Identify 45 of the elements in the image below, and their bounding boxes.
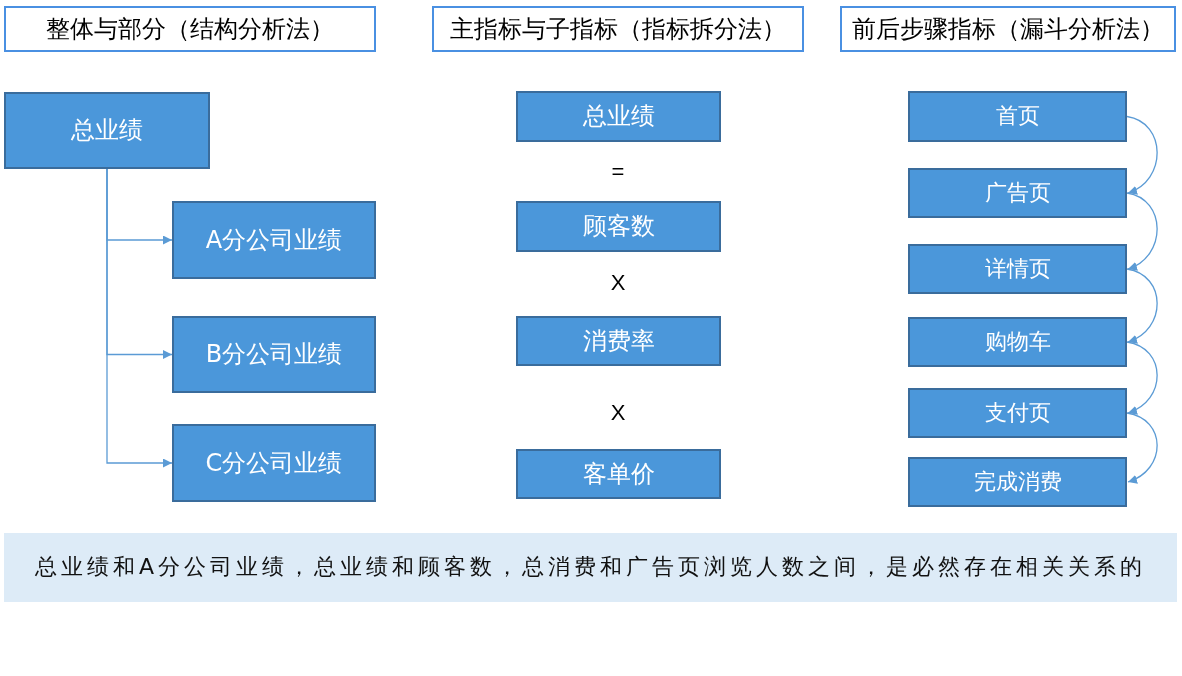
connector-arrow bbox=[106, 168, 173, 468]
funnel-step-label: 完成消费 bbox=[973, 468, 1062, 496]
metric-label: A分公司业绩 bbox=[205, 225, 343, 255]
funnel-step-label: 购物车 bbox=[984, 328, 1051, 356]
connector-arrow bbox=[1126, 412, 1158, 483]
metric-box bbox=[516, 201, 721, 252]
metric-label: 总业绩 bbox=[71, 116, 143, 145]
metric-box bbox=[172, 424, 376, 502]
metric-label: B分公司业绩 bbox=[205, 340, 343, 369]
metric-box bbox=[516, 316, 721, 366]
funnel-step-box bbox=[908, 317, 1127, 367]
funnel-step-label: 首页 bbox=[995, 103, 1040, 130]
connector-arrow bbox=[1126, 341, 1158, 414]
funnel-step-label: 支付页 bbox=[984, 399, 1051, 427]
section-header-text: 整体与部分（结构分析法） bbox=[46, 14, 334, 44]
operator-sign: = bbox=[611, 159, 625, 185]
funnel-step-box bbox=[908, 457, 1127, 507]
metric-box bbox=[516, 449, 721, 499]
funnel-step-box bbox=[908, 168, 1127, 218]
connector-arrow bbox=[1126, 192, 1158, 270]
metric-label: 客单价 bbox=[582, 459, 655, 489]
connector-arrow bbox=[1126, 268, 1158, 343]
note-band bbox=[4, 533, 1177, 602]
metric-box bbox=[516, 91, 721, 142]
section-header-box bbox=[4, 6, 376, 52]
connector-arrow bbox=[1126, 115, 1158, 194]
operator-sign: X bbox=[610, 270, 626, 296]
section-header-box bbox=[840, 6, 1176, 52]
funnel-step-label: 广告页 bbox=[984, 179, 1051, 207]
note-text: 总业绩和A分公司业绩，总业绩和顾客数，总消费和广告页浏览人数之间，是必然存在相关关系的 bbox=[34, 554, 1147, 581]
section-header-box bbox=[432, 6, 804, 52]
metric-label: 总业绩 bbox=[582, 102, 655, 131]
operator-sign: X bbox=[610, 400, 626, 426]
funnel-step-box bbox=[908, 388, 1127, 438]
funnel-step-box bbox=[908, 91, 1127, 142]
metric-box bbox=[172, 316, 376, 393]
metric-label: 顾客数 bbox=[582, 212, 655, 241]
funnel-step-box bbox=[908, 244, 1127, 294]
section-header-text: 主指标与子指标（指标拆分法） bbox=[450, 14, 786, 44]
metric-box bbox=[4, 92, 210, 169]
metric-label: C分公司业绩 bbox=[205, 448, 343, 478]
metric-label: 消费率 bbox=[582, 326, 655, 356]
section-header-text: 前后步骤指标（漏斗分析法） bbox=[852, 14, 1164, 44]
metric-box bbox=[172, 201, 376, 279]
funnel-step-label: 详情页 bbox=[984, 255, 1051, 283]
